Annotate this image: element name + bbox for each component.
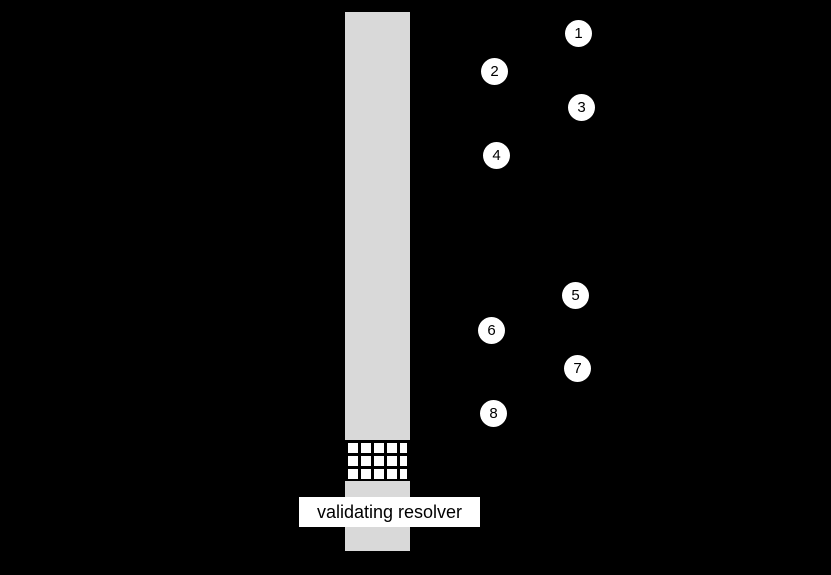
step-number: 6 bbox=[487, 322, 496, 339]
step-circle-7: 7 bbox=[564, 355, 591, 382]
resolver-label: validating resolver bbox=[299, 497, 480, 527]
step-number: 2 bbox=[490, 63, 499, 80]
step-circle-3: 3 bbox=[568, 94, 595, 121]
step-number: 7 bbox=[573, 360, 582, 377]
step-number: 8 bbox=[489, 405, 498, 422]
step-circle-5: 5 bbox=[562, 282, 589, 309]
step-circle-2: 2 bbox=[481, 58, 508, 85]
step-number: 5 bbox=[571, 287, 580, 304]
step-number: 1 bbox=[574, 25, 583, 42]
step-circle-6: 6 bbox=[478, 317, 505, 344]
step-circle-8: 8 bbox=[480, 400, 507, 427]
step-number: 3 bbox=[577, 99, 586, 116]
step-circle-4: 4 bbox=[483, 142, 510, 169]
hatched-grid-icon bbox=[345, 440, 410, 481]
step-circle-1: 1 bbox=[565, 20, 592, 47]
step-number: 4 bbox=[492, 147, 501, 164]
